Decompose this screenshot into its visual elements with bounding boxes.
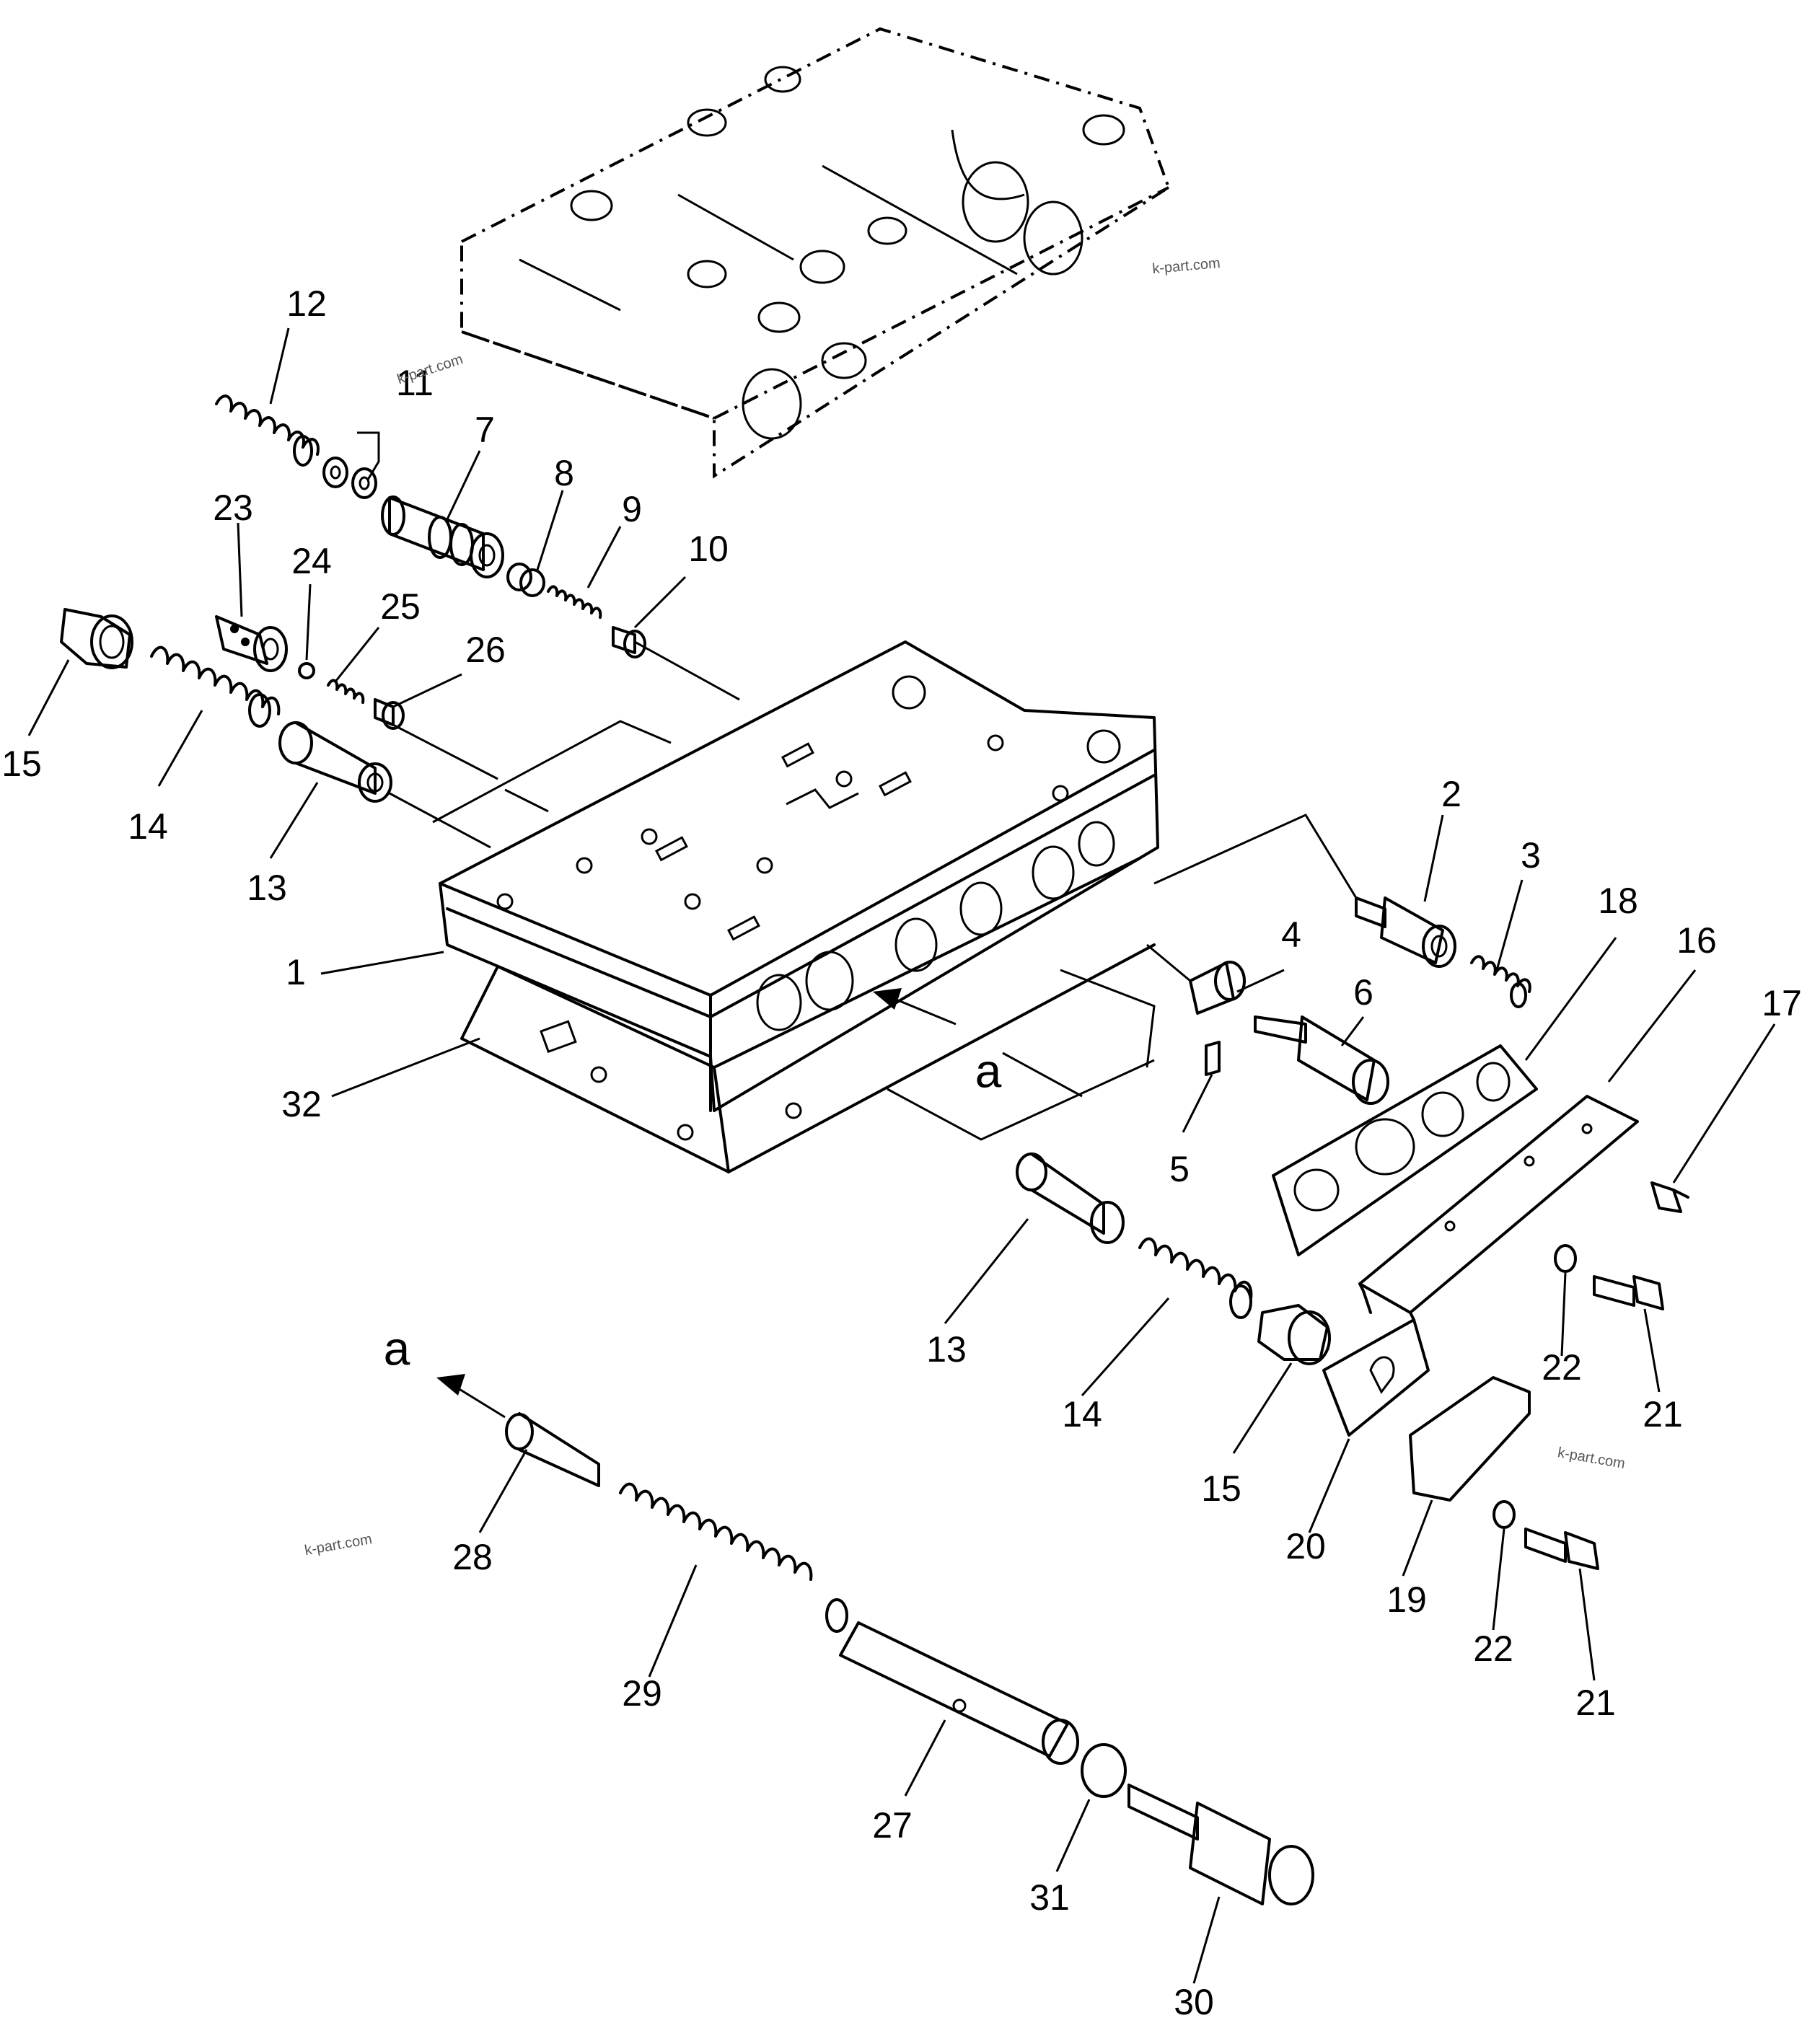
o-ring-31 bbox=[1081, 1743, 1127, 1798]
plug-17 bbox=[1650, 1181, 1689, 1213]
assembly-lines bbox=[389, 640, 1358, 1141]
view-letter-a-upper: a bbox=[975, 1044, 1002, 1097]
washer-22-lower bbox=[1493, 1500, 1516, 1529]
sleeve-15-right bbox=[1257, 1304, 1331, 1365]
callout-19: 19 bbox=[1386, 1579, 1427, 1620]
view-arrow-upper bbox=[873, 988, 957, 1026]
plug-8 bbox=[506, 563, 545, 597]
watermark-1: k-part.com bbox=[1151, 255, 1221, 277]
callout-3: 3 bbox=[1521, 835, 1541, 876]
washer-22-upper bbox=[1554, 1244, 1577, 1273]
upper-valve-body-phantom bbox=[460, 27, 1171, 479]
spring-9 bbox=[547, 585, 602, 619]
spring-14-left bbox=[150, 645, 281, 728]
callout-10: 10 bbox=[688, 529, 729, 569]
gasket-32 bbox=[460, 857, 1156, 1173]
callout-21-upper: 21 bbox=[1643, 1394, 1683, 1434]
spring-29 bbox=[619, 1482, 848, 1633]
callout-14-left: 14 bbox=[128, 806, 168, 847]
callout-15-left: 15 bbox=[1, 744, 42, 784]
sleeve-15-left bbox=[60, 608, 133, 669]
pin-5 bbox=[1205, 1041, 1221, 1076]
callout-13-right: 13 bbox=[926, 1329, 967, 1370]
view-arrow-lower bbox=[436, 1374, 506, 1419]
spool-28 bbox=[505, 1412, 600, 1487]
bolt-21-lower bbox=[1524, 1528, 1599, 1570]
ball-24 bbox=[298, 662, 315, 679]
spring-3 bbox=[1470, 955, 1531, 1008]
valve-2 bbox=[1355, 896, 1456, 968]
callout-12: 12 bbox=[286, 283, 327, 324]
callout-22-lower: 22 bbox=[1473, 1628, 1513, 1669]
callout-14-right: 14 bbox=[1062, 1394, 1102, 1434]
callout-17: 17 bbox=[1762, 983, 1802, 1023]
view-letter-a-lower: a bbox=[384, 1321, 410, 1375]
bolt-21-upper bbox=[1593, 1275, 1664, 1310]
plug-4 bbox=[1189, 961, 1246, 1015]
callout-21-lower: 21 bbox=[1575, 1683, 1616, 1723]
callout-22-upper: 22 bbox=[1542, 1347, 1582, 1388]
callout-7: 7 bbox=[475, 410, 495, 450]
callout-30: 30 bbox=[1174, 1982, 1214, 2022]
seat-23 bbox=[215, 615, 288, 672]
callout-31: 31 bbox=[1029, 1877, 1070, 1918]
spring-14-right bbox=[1138, 1237, 1253, 1319]
callout-25: 25 bbox=[380, 586, 421, 627]
watermark-4: k-part.com bbox=[304, 1531, 374, 1559]
callout-5: 5 bbox=[1169, 1149, 1190, 1189]
callout-13-left: 13 bbox=[247, 868, 287, 908]
spool-13-right bbox=[1016, 1152, 1125, 1244]
callout-4: 4 bbox=[1281, 914, 1301, 955]
callout-11: 11 bbox=[396, 363, 434, 403]
spring-25 bbox=[327, 679, 365, 704]
callout-6: 6 bbox=[1353, 972, 1373, 1013]
callout-16: 16 bbox=[1676, 920, 1717, 961]
callout-23: 23 bbox=[213, 488, 253, 528]
gasket-20 bbox=[1322, 1318, 1430, 1437]
spool-13-left bbox=[278, 721, 392, 803]
callout-8: 8 bbox=[554, 453, 574, 493]
callout-27: 27 bbox=[872, 1805, 913, 1846]
spring-12 bbox=[215, 395, 320, 467]
callout-26: 26 bbox=[465, 630, 506, 670]
gasket-18 bbox=[1272, 1044, 1538, 1256]
watermark-3: k-part.com bbox=[1557, 1445, 1627, 1472]
callout-20: 20 bbox=[1285, 1526, 1326, 1566]
callout-24: 24 bbox=[291, 541, 332, 581]
callout-labels: 1 2 3 4 5 6 7 8 9 10 11 12 13 13 14 14 1… bbox=[1, 283, 1802, 2022]
callout-9: 9 bbox=[622, 489, 642, 529]
callout-18: 18 bbox=[1598, 881, 1638, 921]
callout-32: 32 bbox=[281, 1084, 322, 1124]
spool-7 bbox=[381, 495, 504, 578]
main-valve-body bbox=[439, 640, 1159, 1112]
callout-28: 28 bbox=[452, 1537, 493, 1577]
callout-1: 1 bbox=[286, 952, 306, 992]
cover-16 bbox=[1358, 1095, 1639, 1321]
cover-19 bbox=[1409, 1376, 1531, 1502]
leader-lines bbox=[27, 327, 1776, 1984]
callout-15-right: 15 bbox=[1201, 1468, 1241, 1509]
spool-6 bbox=[1254, 1015, 1389, 1105]
washers-11 bbox=[322, 457, 377, 499]
plug-30 bbox=[1127, 1784, 1314, 1905]
plug-10 bbox=[612, 626, 646, 658]
callout-29: 29 bbox=[622, 1673, 662, 1714]
callout-2: 2 bbox=[1441, 774, 1461, 814]
sleeve-27 bbox=[839, 1621, 1079, 1765]
